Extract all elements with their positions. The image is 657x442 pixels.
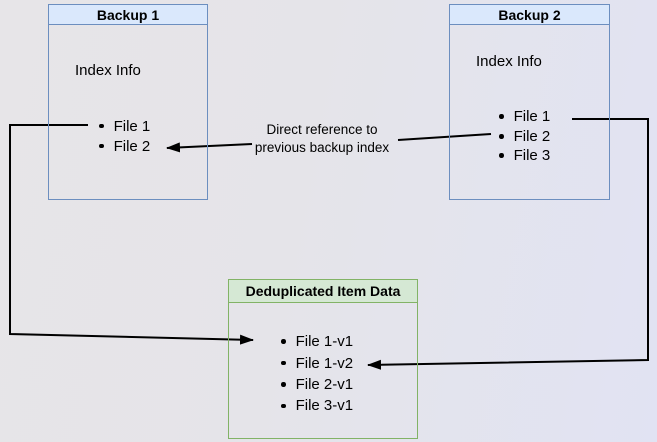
bullet-icon: [499, 133, 504, 139]
backup1-subtitle: Index Info: [75, 62, 141, 79]
backup1-box: Backup 1 Index Info File 1 File 2: [48, 4, 208, 200]
bullet-icon: [499, 153, 504, 159]
backup1-file-list: File 1 File 2: [99, 116, 150, 156]
bullet-icon: [281, 403, 286, 409]
list-item-label: File 3: [513, 147, 551, 165]
list-item-label: File 1: [113, 117, 151, 135]
bullet-icon: [99, 123, 104, 129]
list-item-label: File 1: [513, 108, 551, 126]
dedup-box: Deduplicated Item Data File 1-v1 File 1-…: [228, 279, 418, 439]
backup2-subtitle: Index Info: [476, 53, 542, 70]
list-item-label: File 1-v1: [295, 333, 354, 351]
bullet-icon: [99, 143, 104, 149]
bullet-icon: [281, 360, 286, 366]
list-item-label: File 1-v2: [295, 354, 354, 372]
list-item: File 2-v1: [281, 374, 353, 395]
list-item: File 1: [99, 116, 150, 136]
edge-label-line1: Direct reference to: [266, 122, 378, 137]
list-item: File 1-v1: [281, 331, 353, 352]
dedup-file-list: File 1-v1 File 1-v2 File 2-v1 File 3-v1: [281, 331, 353, 417]
list-item: File 2: [499, 127, 550, 147]
backup2-title: Backup 2: [450, 5, 609, 25]
edge-label: Direct reference to previous backup inde…: [212, 121, 432, 156]
backup2-file-list: File 1 File 2 File 3: [499, 107, 550, 166]
list-item: File 1-v2: [281, 352, 353, 373]
bullet-icon: [499, 114, 504, 120]
list-item-label: File 2: [513, 127, 551, 145]
edge-label-line2: previous backup index: [254, 139, 390, 155]
list-item-label: File 2-v1: [295, 375, 354, 393]
bullet-icon: [281, 339, 286, 344]
list-item: File 1: [499, 107, 550, 127]
list-item-label: File 2: [113, 137, 151, 155]
backup1-title: Backup 1: [49, 5, 207, 25]
list-item: File 2: [99, 136, 150, 156]
bullet-icon: [281, 382, 286, 387]
list-item-label: File 3-v1: [295, 397, 354, 415]
list-item: File 3: [499, 146, 550, 166]
list-item: File 3-v1: [281, 395, 353, 416]
dedup-title: Deduplicated Item Data: [229, 280, 417, 303]
backup2-box: Backup 2 Index Info File 1 File 2 File 3: [449, 4, 610, 200]
